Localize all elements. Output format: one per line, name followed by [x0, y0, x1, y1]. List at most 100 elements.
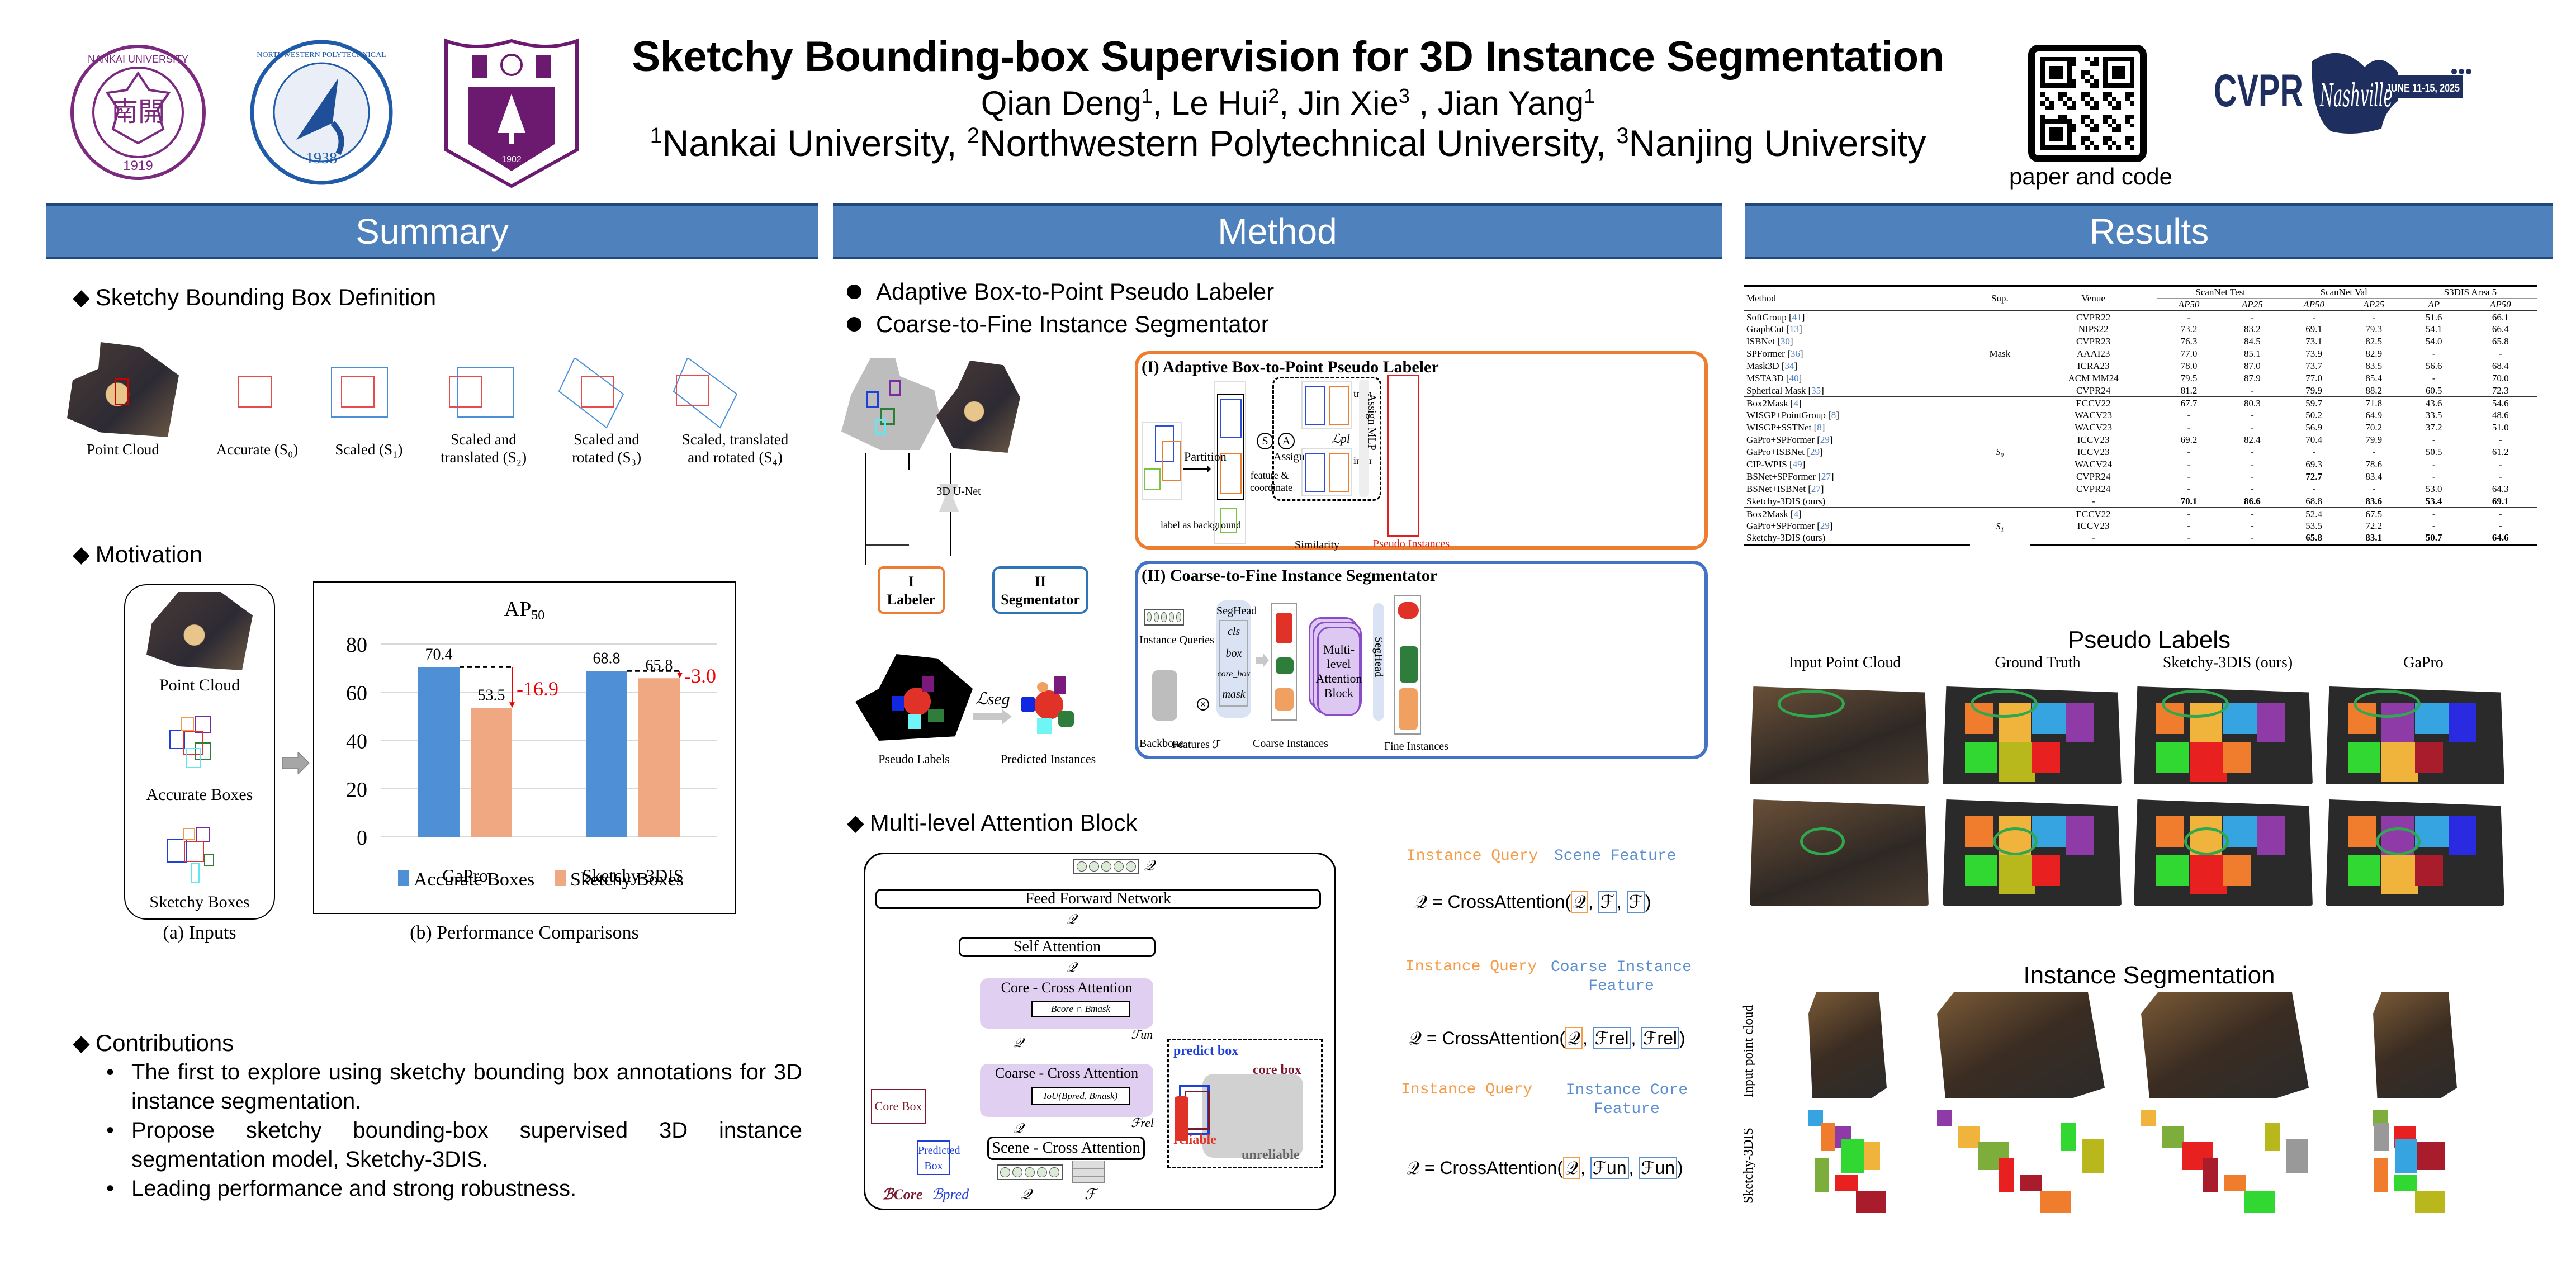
method-cell: GaPro+SPFormer [29] — [1746, 434, 1833, 445]
pseudo-instances-box — [1387, 375, 1419, 537]
venue-cell: CVPR24 — [2076, 471, 2111, 482]
y-tick-label: 0 — [357, 826, 367, 850]
value-cell: - — [2251, 385, 2254, 396]
svg-text:1919: 1919 — [123, 158, 153, 173]
label-scaled-rotated: Scaled and rotated (S₃) — [571, 431, 642, 466]
value-cell: - — [2251, 471, 2254, 482]
coarse-instances — [1271, 603, 1297, 721]
drop-annotation: -3.0 — [684, 665, 716, 687]
value-cell: 53.4 — [2425, 495, 2442, 506]
affiliation: 1Nankai University — [650, 122, 947, 164]
labeler-panel-title: (I) Adaptive Box-to-Point Pseudo Labeler — [1142, 358, 1439, 376]
assign-icon: A — [1278, 433, 1295, 449]
value-cell: - — [2432, 471, 2436, 482]
pseudo-label-image — [2326, 686, 2504, 784]
equation-core: Instance Query Instance Core Feature 𝒬 =… — [1401, 1081, 1688, 1179]
unet-label: 3D U-Net — [936, 485, 981, 498]
method-cell: Mask3D [34] — [1746, 361, 1798, 371]
value-cell: 59.7 — [2284, 396, 2344, 409]
value-cell: 73.1 — [2305, 336, 2323, 347]
highlight-circle — [1778, 690, 1845, 718]
highlight-circle — [2162, 690, 2229, 718]
method-cell: BSNet+ISBNet [27] — [1746, 484, 1824, 494]
caption-inputs: (a) Inputs — [163, 922, 236, 943]
input-queries — [997, 1164, 1063, 1180]
partitioned-boxes — [1214, 381, 1246, 544]
value-cell: - — [2432, 348, 2436, 359]
svg-text:1938: 1938 — [306, 150, 337, 167]
seghead-block-2 — [1373, 603, 1384, 721]
value-cell: 85.4 — [2365, 373, 2383, 383]
segmentator-panel-title: (II) Coarse-to-Fine Instance Segmentator — [1142, 566, 1438, 585]
author: Le Hui2 — [1171, 84, 1280, 122]
ffn-block: Feed Forward Network — [875, 889, 1321, 909]
highlight-circle — [2184, 827, 2229, 855]
predicted-instances-label: Predicted Instances — [1000, 752, 1096, 766]
legend-label: Accurate Boxes — [414, 869, 534, 890]
section-banner-method: Method — [833, 203, 1722, 259]
value-cell: 81.2 — [2180, 385, 2198, 396]
arrow-right-icon — [973, 709, 1013, 727]
scaled-translated-box — [457, 367, 514, 418]
features-label: Features ℱ — [1172, 738, 1221, 751]
venue-cell: ICCV23 — [2077, 520, 2110, 531]
author: Qian Deng1 — [981, 84, 1153, 122]
data-label: 68.8 — [593, 650, 621, 667]
sketchy-boxes-icon — [167, 827, 214, 883]
similarity-label: Similarity — [1295, 539, 1339, 551]
venue-cell: ICCV23 — [2077, 447, 2110, 457]
assign-mlp — [1359, 380, 1369, 497]
value-cell: - — [2312, 484, 2315, 494]
method-cell: GraphCut [13] — [1746, 324, 1802, 334]
caption-performance: (b) Performance Comparisons — [410, 922, 639, 943]
scaled-box — [331, 367, 388, 418]
bar — [638, 678, 680, 837]
venue-cell: NIPS22 — [2078, 324, 2109, 334]
method-cell: SPFormer [36] — [1746, 348, 1803, 359]
x-tick-label: Sketchy-3DIS — [582, 865, 683, 886]
value-cell: 56.6 — [2425, 361, 2442, 371]
multiply-icon: × — [1197, 698, 1209, 711]
value-cell: - — [2157, 310, 2221, 323]
value-cell: 66.4 — [2492, 324, 2509, 334]
affiliation-list: 1Nankai University, 2Northwestern Polyte… — [650, 122, 1926, 164]
value-cell: 37.2 — [2425, 422, 2442, 433]
partition-label: Partition — [1184, 449, 1227, 463]
value-cell: 88.2 — [2365, 385, 2383, 396]
value-cell: 61.2 — [2492, 447, 2509, 457]
label-scaled: Scaled (S₁) — [335, 441, 403, 458]
value-cell: - — [2220, 310, 2284, 323]
feature-coord-label: feature & coordinate — [1250, 470, 1292, 493]
value-cell: 69.1 — [2305, 324, 2323, 334]
value-cell: - — [2372, 484, 2376, 494]
value-cell: - — [2498, 459, 2502, 470]
segmentation-result-image — [2141, 1110, 2309, 1216]
assign-label: Assign — [1273, 451, 1305, 463]
method-cell: BSNet+SPFormer [27] — [1746, 471, 1834, 482]
legend-swatch — [555, 870, 566, 886]
reliability-legend: predict box core box reliable unreliable — [1167, 1039, 1323, 1168]
value-cell: - — [2187, 410, 2191, 420]
value-cell: 78.0 — [2180, 361, 2198, 371]
value-cell: - — [2432, 373, 2436, 383]
pseudo-labels-label: Pseudo Labels — [878, 752, 950, 766]
venue-cell: ECCV22 — [2029, 396, 2157, 409]
venue-cell: AAAI23 — [2076, 348, 2110, 359]
venue-cell: CVPR24 — [2076, 385, 2111, 396]
value-cell: 70.2 — [2365, 422, 2383, 433]
inputs-panel: Point Cloud Accurate Boxes Sketchy Boxes — [124, 584, 275, 920]
qr-code[interactable] — [2028, 45, 2147, 162]
value-cell: - — [2187, 459, 2191, 470]
row-label: Sketchy-3DIS — [1741, 1128, 1756, 1204]
core-cross-attention: Core - Cross Attention Bcore ∩ Bmask — [980, 978, 1153, 1029]
queries-label: Instance Queries 𝒬 — [1139, 634, 1225, 646]
input-label: Point Cloud — [159, 676, 240, 694]
legend-label: Sketchy Boxes — [570, 869, 684, 890]
col-venue: Venue — [2029, 285, 2157, 311]
